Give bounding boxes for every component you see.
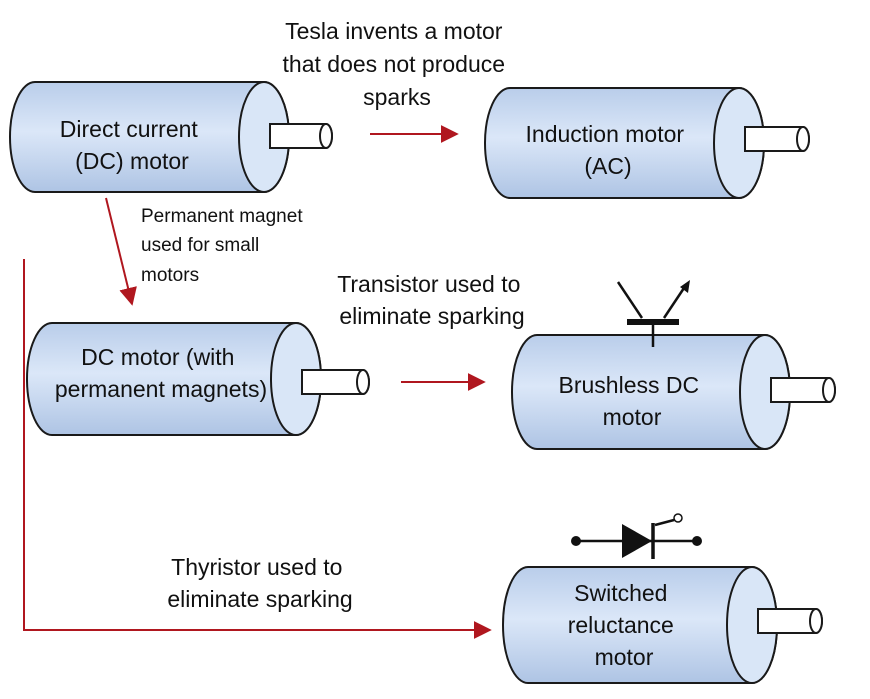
thyristor-icon <box>571 513 702 559</box>
motor-dc: Direct current (DC) motor <box>9 81 333 193</box>
motor-induction-label-line2: (AC) <box>584 153 631 179</box>
motor-pm-dc-label: DC motor (with permanent magnets) <box>55 344 267 402</box>
motor-dc-label: Direct current (DC) motor <box>60 116 204 174</box>
motor-pm-dc: DC motor (with permanent magnets) <box>26 322 370 436</box>
motor-brushless-label-line2: motor <box>603 404 662 430</box>
motor-brushless-shaft-end <box>822 377 836 403</box>
thyristor-anode-dot <box>571 536 581 546</box>
note-permanent-line2: used for small <box>141 235 259 256</box>
motor-dc-label-line1: Direct current <box>60 116 199 142</box>
transistor-emitter <box>662 287 686 319</box>
note-tesla-line2: that does not produce <box>283 51 506 77</box>
thyristor-cathode-dot <box>692 536 702 546</box>
note-thyristor-line1: Thyristor used to <box>171 554 342 580</box>
motor-switched-reluctance: Switched reluctance motor <box>502 566 823 684</box>
motor-switched-label-line2: reluctance <box>568 612 674 638</box>
motor-induction-label-line1: Induction motor <box>526 121 685 147</box>
transistor-emitter-arrow <box>680 280 690 293</box>
motor-pm-dc-shaft-end <box>356 369 370 395</box>
note-transistor-line1: Transistor used to <box>337 271 520 297</box>
note-tesla: Tesla invents a motor that does not prod… <box>283 18 512 110</box>
transistor-collector <box>616 281 644 319</box>
note-thyristor-line2: eliminate sparking <box>167 586 352 612</box>
motor-brushless: Brushless DC motor <box>511 334 836 450</box>
motor-pm-dc-label-line2: permanent magnets) <box>55 376 267 402</box>
thyristor-gate-dot <box>673 513 683 523</box>
note-permanent-line3: motors <box>141 265 199 286</box>
note-permanent-magnet: Permanent magnet used for small motors <box>141 206 308 286</box>
motor-induction-shaft-end <box>796 126 810 152</box>
motor-brushless-label-line1: Brushless DC <box>559 372 700 398</box>
note-transistor-line2: eliminate sparking <box>339 303 524 329</box>
motor-dc-shaft-end <box>319 123 333 149</box>
motor-brushless-label: Brushless DC motor <box>559 372 706 430</box>
arrow-dc-to-switched <box>23 259 492 639</box>
motor-pm-dc-label-line1: DC motor (with <box>81 344 234 370</box>
thyristor-triangle <box>622 524 652 558</box>
motor-switched-label-line3: motor <box>595 644 654 670</box>
transistor-icon <box>616 280 690 347</box>
motor-switched-label-line1: Switched <box>574 580 667 606</box>
motor-switched-label: Switched reluctance motor <box>568 580 681 670</box>
arrow-dc-to-pm-dc <box>105 197 137 306</box>
note-thyristor: Thyristor used to eliminate sparking <box>167 554 352 612</box>
motor-induction: Induction motor (AC) <box>484 87 810 199</box>
motor-induction-label: Induction motor (AC) <box>526 121 691 179</box>
thyristor-gate-lead <box>654 518 675 527</box>
note-transistor: Transistor used to eliminate sparking <box>337 271 527 329</box>
motor-switched-shaft-end <box>809 608 823 634</box>
motor-dc-label-line2: (DC) motor <box>75 148 189 174</box>
note-permanent-line1: Permanent magnet <box>141 206 303 227</box>
note-tesla-line1: Tesla invents a motor <box>285 18 503 44</box>
note-tesla-line3: sparks <box>363 84 431 110</box>
